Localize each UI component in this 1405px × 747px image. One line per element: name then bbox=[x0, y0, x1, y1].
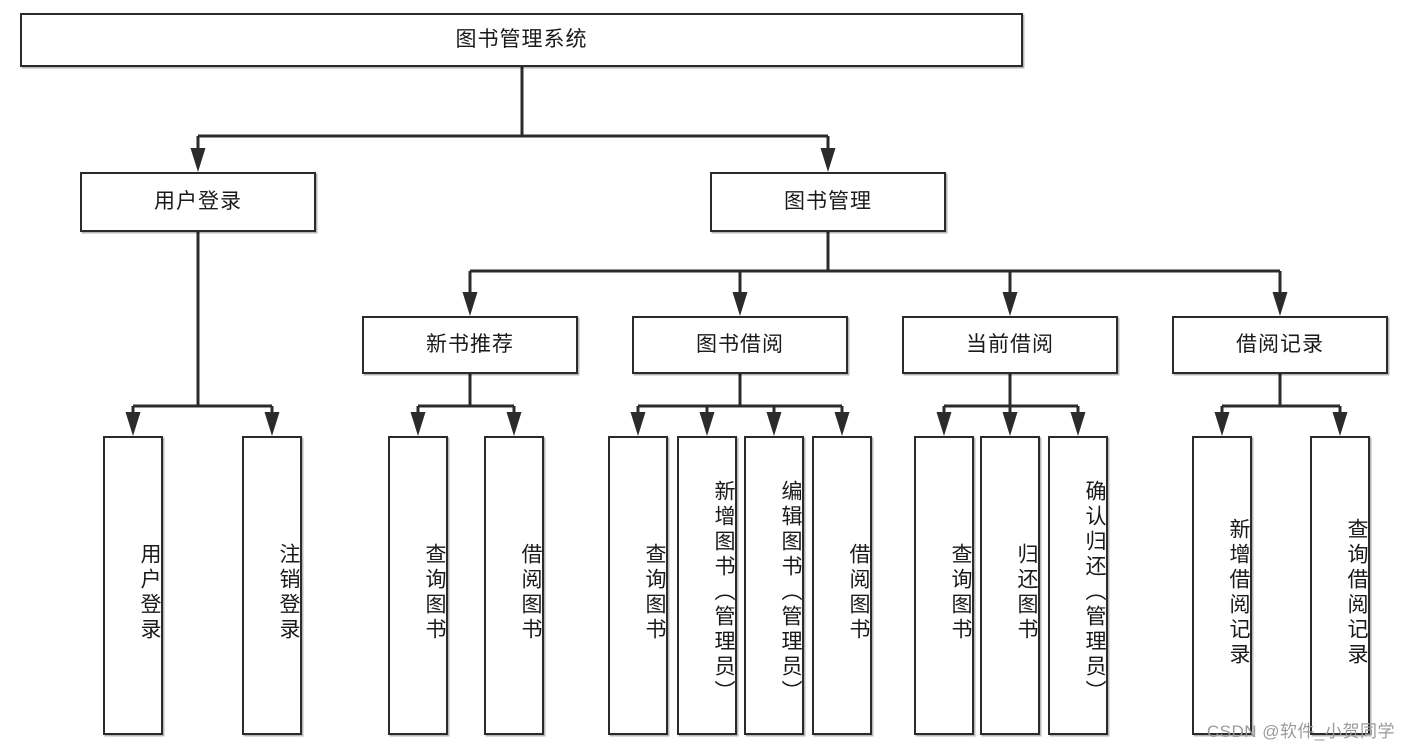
arrowhead-icon bbox=[834, 412, 850, 436]
node-label: 用户登录 bbox=[154, 190, 242, 214]
node-leaf-bor-2[interactable]: 新增图书（管理员） bbox=[677, 436, 737, 735]
node-leaf-new-1[interactable]: 查询图书 bbox=[388, 436, 448, 735]
arrowhead-icon bbox=[732, 292, 748, 316]
arrowhead-icon bbox=[190, 148, 206, 172]
arrowhead-icon bbox=[936, 412, 952, 436]
node-label: 编辑图书（管理员） bbox=[779, 480, 802, 705]
node-leaf-rec-2[interactable]: 查询借阅记录 bbox=[1310, 436, 1370, 735]
node-leaf-bor-3[interactable]: 编辑图书（管理员） bbox=[744, 436, 804, 735]
node-newbook[interactable]: 新书推荐 bbox=[362, 316, 578, 374]
node-label: 查询图书 bbox=[643, 542, 666, 643]
arrowhead-icon bbox=[1272, 292, 1288, 316]
node-leaf-bor-4[interactable]: 借阅图书 bbox=[812, 436, 872, 735]
arrowhead-icon bbox=[699, 412, 715, 436]
node-leaf-login-1[interactable]: 用户登录 bbox=[103, 436, 163, 735]
node-leaf-login-2[interactable]: 注销登录 bbox=[242, 436, 302, 735]
arrowhead-icon bbox=[410, 412, 426, 436]
node-records[interactable]: 借阅记录 bbox=[1172, 316, 1388, 374]
arrowhead-icon bbox=[1332, 412, 1348, 436]
node-login[interactable]: 用户登录 bbox=[80, 172, 316, 232]
arrowhead-icon bbox=[766, 412, 782, 436]
node-label: 当前借阅 bbox=[966, 333, 1054, 357]
node-leaf-bor-1[interactable]: 查询图书 bbox=[608, 436, 668, 735]
arrowhead-icon bbox=[1214, 412, 1230, 436]
node-leaf-new-2[interactable]: 借阅图书 bbox=[484, 436, 544, 735]
node-label: 借阅图书 bbox=[847, 542, 870, 643]
node-leaf-cur-1[interactable]: 查询图书 bbox=[914, 436, 974, 735]
node-leaf-cur-3[interactable]: 确认归还（管理员） bbox=[1048, 436, 1108, 735]
node-label: 借阅图书 bbox=[519, 542, 542, 643]
node-label: 注销登录 bbox=[277, 542, 300, 643]
arrowhead-icon bbox=[1002, 292, 1018, 316]
node-label: 用户登录 bbox=[138, 542, 161, 643]
node-borrow[interactable]: 图书借阅 bbox=[632, 316, 848, 374]
node-label: 新书推荐 bbox=[426, 333, 514, 357]
node-label: 借阅记录 bbox=[1236, 333, 1324, 357]
node-label: 确认归还（管理员） bbox=[1083, 480, 1106, 705]
node-label: 新增图书（管理员） bbox=[712, 480, 735, 705]
node-label: 查询图书 bbox=[949, 542, 972, 643]
arrowhead-icon bbox=[820, 148, 836, 172]
node-label: 新增借阅记录 bbox=[1227, 517, 1250, 668]
node-label: 查询图书 bbox=[423, 542, 446, 643]
node-label: 图书借阅 bbox=[696, 333, 784, 357]
node-label: 归还图书 bbox=[1015, 542, 1038, 643]
arrowhead-icon bbox=[1070, 412, 1086, 436]
node-bookmgmt[interactable]: 图书管理 bbox=[710, 172, 946, 232]
node-label: 查询借阅记录 bbox=[1345, 517, 1368, 668]
arrowhead-icon bbox=[462, 292, 478, 316]
node-leaf-rec-1[interactable]: 新增借阅记录 bbox=[1192, 436, 1252, 735]
node-label: 图书管理系统 bbox=[455, 28, 588, 52]
arrowhead-icon bbox=[506, 412, 522, 436]
node-current[interactable]: 当前借阅 bbox=[902, 316, 1118, 374]
arrowhead-icon bbox=[125, 412, 141, 436]
node-leaf-cur-2[interactable]: 归还图书 bbox=[980, 436, 1040, 735]
node-label: 图书管理 bbox=[784, 190, 872, 214]
arrowhead-icon bbox=[264, 412, 280, 436]
arrowhead-icon bbox=[630, 412, 646, 436]
arrowhead-icon bbox=[1002, 412, 1018, 436]
node-root[interactable]: 图书管理系统 bbox=[20, 13, 1023, 67]
